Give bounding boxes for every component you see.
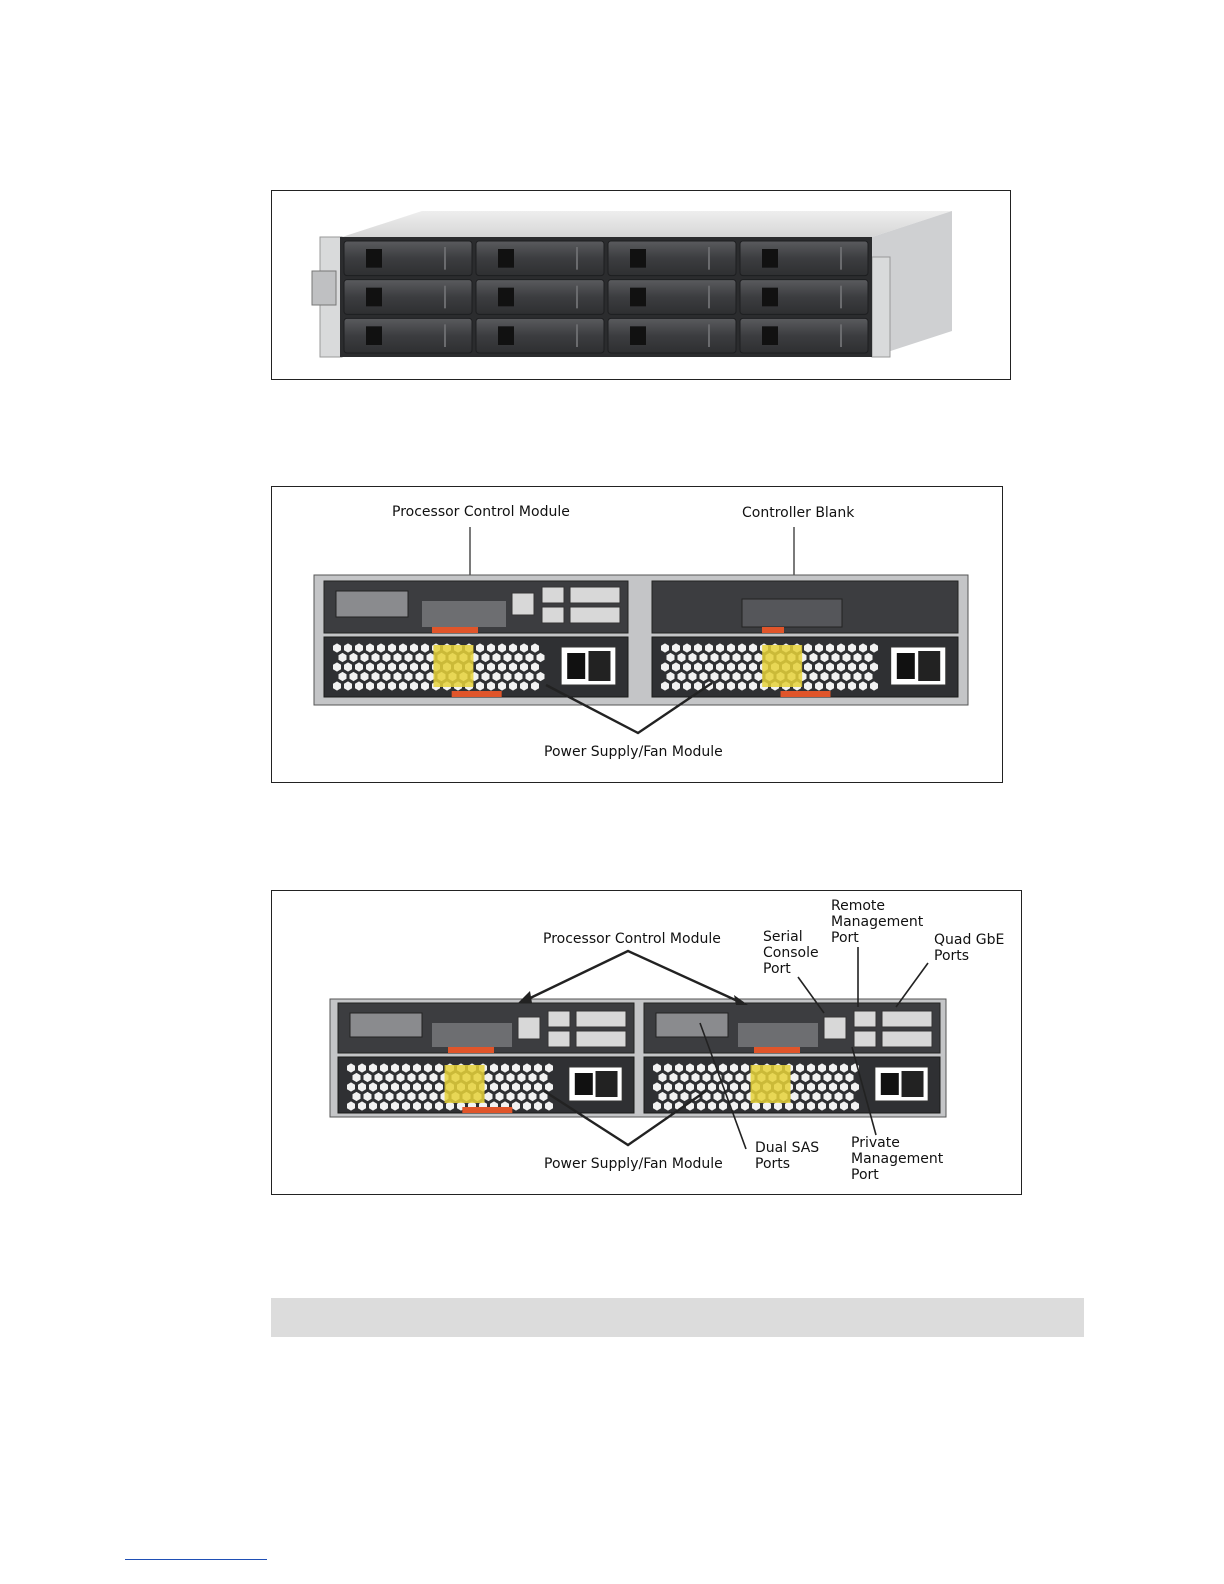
psu-latch: [452, 691, 502, 697]
drive-handle-edge: [840, 247, 842, 270]
sas-ports: [336, 591, 408, 617]
dual-sas-ports: [656, 1013, 728, 1037]
drive-handle-edge: [708, 324, 710, 347]
drive-latch: [366, 326, 382, 345]
drive-bay: [344, 318, 472, 353]
drive-bay: [740, 241, 868, 276]
label-controller-blank: Controller Blank: [742, 505, 854, 521]
drive-bay: [344, 280, 472, 315]
drive-latch: [498, 326, 514, 345]
drive-bay: [476, 241, 604, 276]
pcm-handle: [432, 1023, 512, 1047]
quad-gbe-ports-top: [882, 1011, 932, 1027]
right-mount-ear: [872, 257, 890, 357]
warning-label: [751, 1065, 791, 1103]
drive-latch: [630, 249, 646, 268]
drive-handle-edge: [840, 324, 842, 347]
callout-lines-pcm: [524, 951, 742, 1003]
drive-latch: [630, 288, 646, 307]
rear-single-controller-figure: Processor Control Module Controller Blan…: [271, 486, 1003, 783]
serial-console-port: [518, 1017, 540, 1039]
drive-bay: [608, 318, 736, 353]
drive-latch: [762, 249, 778, 268]
label-power-supply-fan-module: Power Supply/Fan Module: [544, 1156, 723, 1172]
front-view-figure: [271, 190, 1011, 380]
drive-bay: [740, 280, 868, 315]
remote-management-port: [854, 1011, 876, 1027]
drive-handle-edge: [576, 247, 578, 270]
power-inlet: [596, 1071, 618, 1097]
drive-handle-edge: [444, 286, 446, 309]
psu-latch: [781, 691, 831, 697]
gbe-ports-top: [570, 587, 620, 603]
warning-label: [445, 1065, 485, 1103]
pcm-handle: [738, 1023, 818, 1047]
left-latch: [312, 271, 336, 305]
label-remote-management-port: Remote Management Port: [831, 898, 923, 946]
drive-handle-edge: [576, 324, 578, 347]
pcm-latch: [754, 1047, 800, 1053]
quad-gbe-ports-bottom: [576, 1031, 626, 1047]
drive-latch: [498, 249, 514, 268]
serial-console-port: [512, 593, 534, 615]
drive-latch: [366, 249, 382, 268]
drive-handle-edge: [708, 247, 710, 270]
drive-handle-edge: [840, 286, 842, 309]
remote-management-port: [548, 1011, 570, 1027]
pcm-handle: [422, 601, 506, 627]
power-switch: [567, 653, 585, 679]
drive-handle-edge: [444, 324, 446, 347]
label-power-supply-fan-module: Power Supply/Fan Module: [544, 744, 723, 760]
blank-latch: [762, 627, 784, 633]
footnote-separator: [125, 1559, 267, 1560]
label-dual-sas-ports: Dual SAS Ports: [755, 1140, 819, 1172]
power-inlet: [918, 651, 940, 681]
rear-single-illustration: [272, 487, 1003, 783]
serial-console-port: [824, 1017, 846, 1039]
note-bar: [271, 1298, 1084, 1337]
drive-bay: [344, 241, 472, 276]
quad-gbe-ports-bottom: [882, 1031, 932, 1047]
drive-bay: [476, 318, 604, 353]
drive-bay: [476, 280, 604, 315]
private-management-port: [548, 1031, 570, 1047]
quad-gbe-ports-top: [576, 1011, 626, 1027]
drive-latch: [630, 326, 646, 345]
drive-latch: [762, 326, 778, 345]
drive-latch: [498, 288, 514, 307]
blank-handle: [742, 599, 842, 627]
power-switch: [897, 653, 915, 679]
psu-latch: [462, 1107, 512, 1113]
label-processor-control-module: Processor Control Module: [543, 931, 721, 947]
rear-dual-controller-figure: Processor Control Module Serial Console …: [271, 890, 1022, 1195]
drive-handle-edge: [576, 286, 578, 309]
pcm-latch: [448, 1047, 494, 1053]
private-management-port: [542, 607, 564, 623]
chassis-top: [342, 211, 952, 237]
dual-sas-ports: [350, 1013, 422, 1037]
power-switch: [881, 1073, 899, 1095]
power-inlet: [902, 1071, 924, 1097]
label-processor-control-module: Processor Control Module: [392, 504, 570, 520]
power-switch: [575, 1073, 593, 1095]
drive-handle-edge: [708, 286, 710, 309]
pcm-latch: [432, 627, 478, 633]
private-management-port: [854, 1031, 876, 1047]
warning-label: [762, 645, 802, 687]
drive-bay: [740, 318, 868, 353]
power-inlet: [588, 651, 610, 681]
label-serial-console-port: Serial Console Port: [763, 929, 819, 977]
drive-bay: [608, 280, 736, 315]
drive-handle-edge: [444, 247, 446, 270]
drive-bay: [608, 241, 736, 276]
gbe-ports-bottom: [570, 607, 620, 623]
drive-latch: [366, 288, 382, 307]
warning-label: [433, 645, 473, 687]
label-private-management-port: Private Management Port: [851, 1135, 943, 1183]
front-view-illustration: [272, 191, 1011, 380]
label-quad-gbe-ports: Quad GbE Ports: [934, 932, 1004, 964]
drive-latch: [762, 288, 778, 307]
remote-management-port: [542, 587, 564, 603]
